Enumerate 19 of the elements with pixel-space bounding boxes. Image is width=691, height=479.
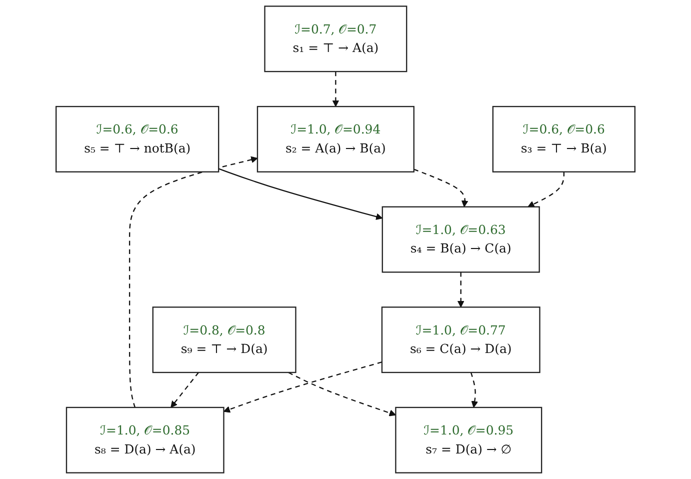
node-box: ℐ=1.0, 𝒪=0.94 s₂ = A(a) → B(a): [256, 106, 414, 172]
node-box: ℐ=1.0, 𝒪=0.77 s₆ = C(a) → D(a): [381, 306, 540, 374]
arrow: [288, 372, 396, 416]
node-box: ℐ=0.6, 𝒪=0.6 s₅ = ⊤ → notB(a): [56, 106, 220, 172]
node-box: ℐ=1.0, 𝒪=0.63 s₄ = B(a) → C(a): [382, 206, 540, 273]
arrow: [170, 372, 199, 408]
arrow: [528, 172, 564, 208]
arrow: [457, 272, 464, 308]
node-box: ℐ=0.8, 𝒪=0.8 s₉ = ⊤ → D(a): [152, 306, 296, 374]
arrow: [470, 372, 478, 408]
arrow: [128, 156, 258, 408]
node-box: ℐ=0.6, 𝒪=0.6 s₃ = ⊤ → B(a): [492, 106, 636, 172]
arrow: [414, 168, 468, 208]
arrow: [218, 168, 383, 220]
node-box: ℐ=1.0, 𝒪=0.85 s₈ = D(a) → A(a): [66, 406, 224, 474]
arrow: [332, 72, 340, 107]
node-box: ℐ=0.7, 𝒪=0.7 s₁ = ⊤ → A(a): [264, 6, 408, 72]
arrow: [223, 362, 382, 413]
node-box: ℐ=1.0, 𝒪=0.95 s₇ = D(a) → ∅: [395, 406, 542, 474]
